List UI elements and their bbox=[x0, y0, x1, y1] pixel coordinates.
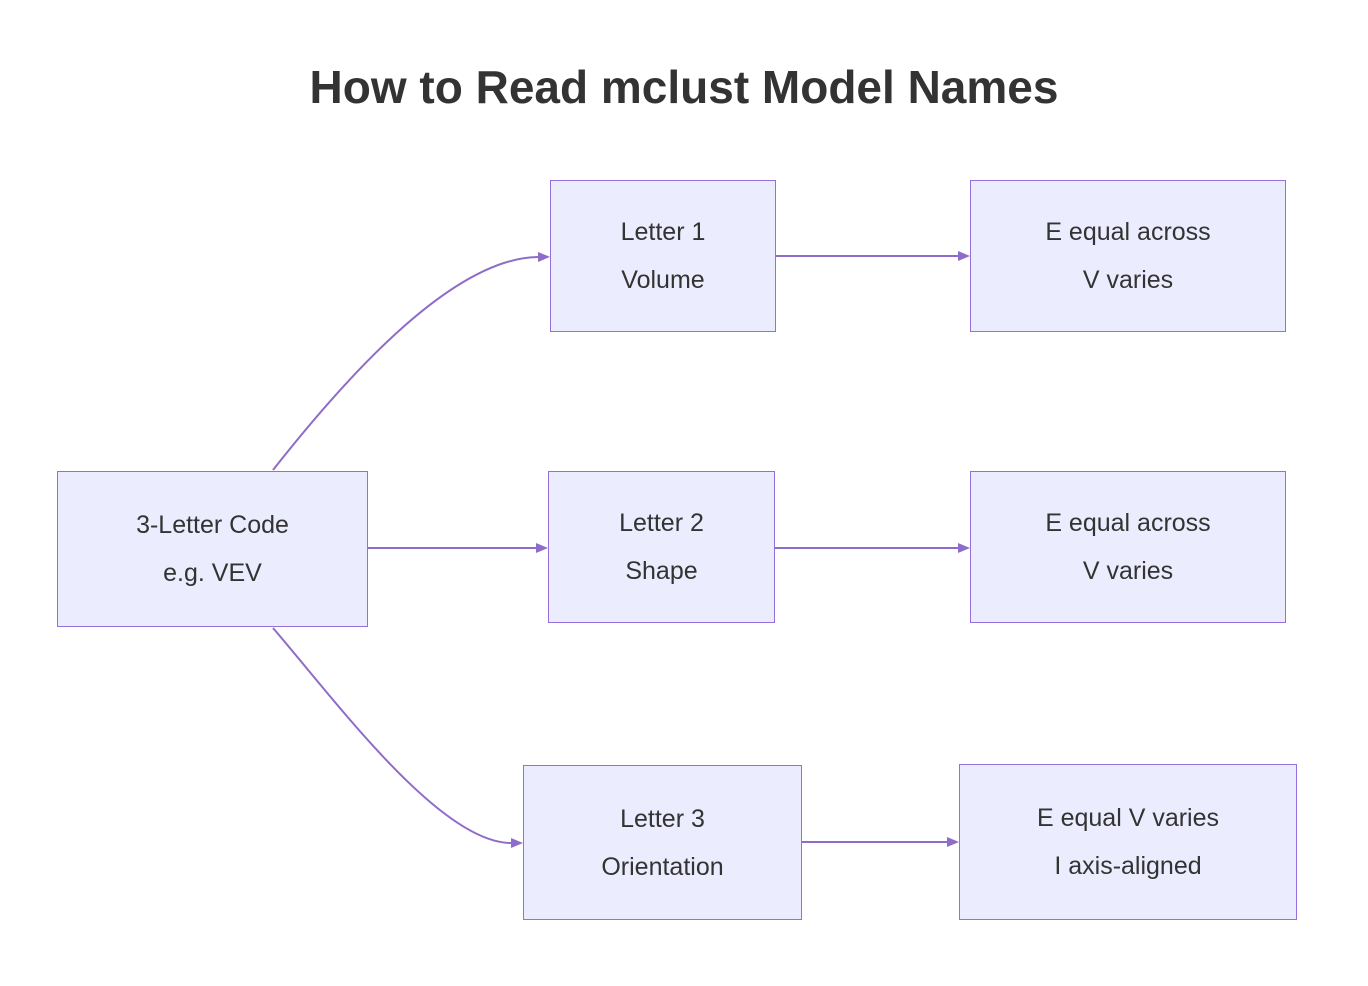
node-text-line: Shape bbox=[625, 557, 698, 585]
node-text-line: E equal across bbox=[1045, 509, 1211, 537]
node-text-line: Letter 2 bbox=[619, 509, 704, 537]
node-text-line: Volume bbox=[621, 266, 705, 294]
node-letter-2-shape: Letter 2 Shape bbox=[548, 471, 775, 623]
edge-code-letter3-arrow bbox=[272, 627, 523, 848]
node-text-line: Letter 1 bbox=[620, 218, 706, 246]
node-text-line: Orientation bbox=[601, 852, 724, 881]
node-volume-meaning: E equal across V varies bbox=[970, 180, 1286, 332]
node-3-letter-code: 3-Letter Code e.g. VEV bbox=[57, 471, 368, 627]
diagram-title: How to Read mclust Model Names bbox=[309, 61, 1059, 113]
edge-code-letter1-arrow bbox=[272, 252, 550, 471]
node-text-line: e.g. VEV bbox=[163, 559, 262, 587]
node-text-line: Letter 3 bbox=[620, 804, 705, 833]
node-shape-meaning: E equal across V varies bbox=[970, 471, 1286, 623]
node-text-line: 3-Letter Code bbox=[136, 511, 289, 539]
node-text-line: V varies bbox=[1082, 266, 1174, 294]
node-text-line: E equal V varies bbox=[1036, 804, 1220, 832]
node-letter-1-volume: Letter 1 Volume bbox=[550, 180, 776, 332]
node-letter-3-orientation: Letter 3 Orientation bbox=[523, 765, 802, 920]
node-text-line: E equal across bbox=[1045, 218, 1211, 246]
node-orientation-meaning: E equal V varies I axis-aligned bbox=[959, 764, 1297, 920]
node-text-line: V varies bbox=[1082, 557, 1174, 585]
node-text-line: I axis-aligned bbox=[1054, 852, 1202, 880]
